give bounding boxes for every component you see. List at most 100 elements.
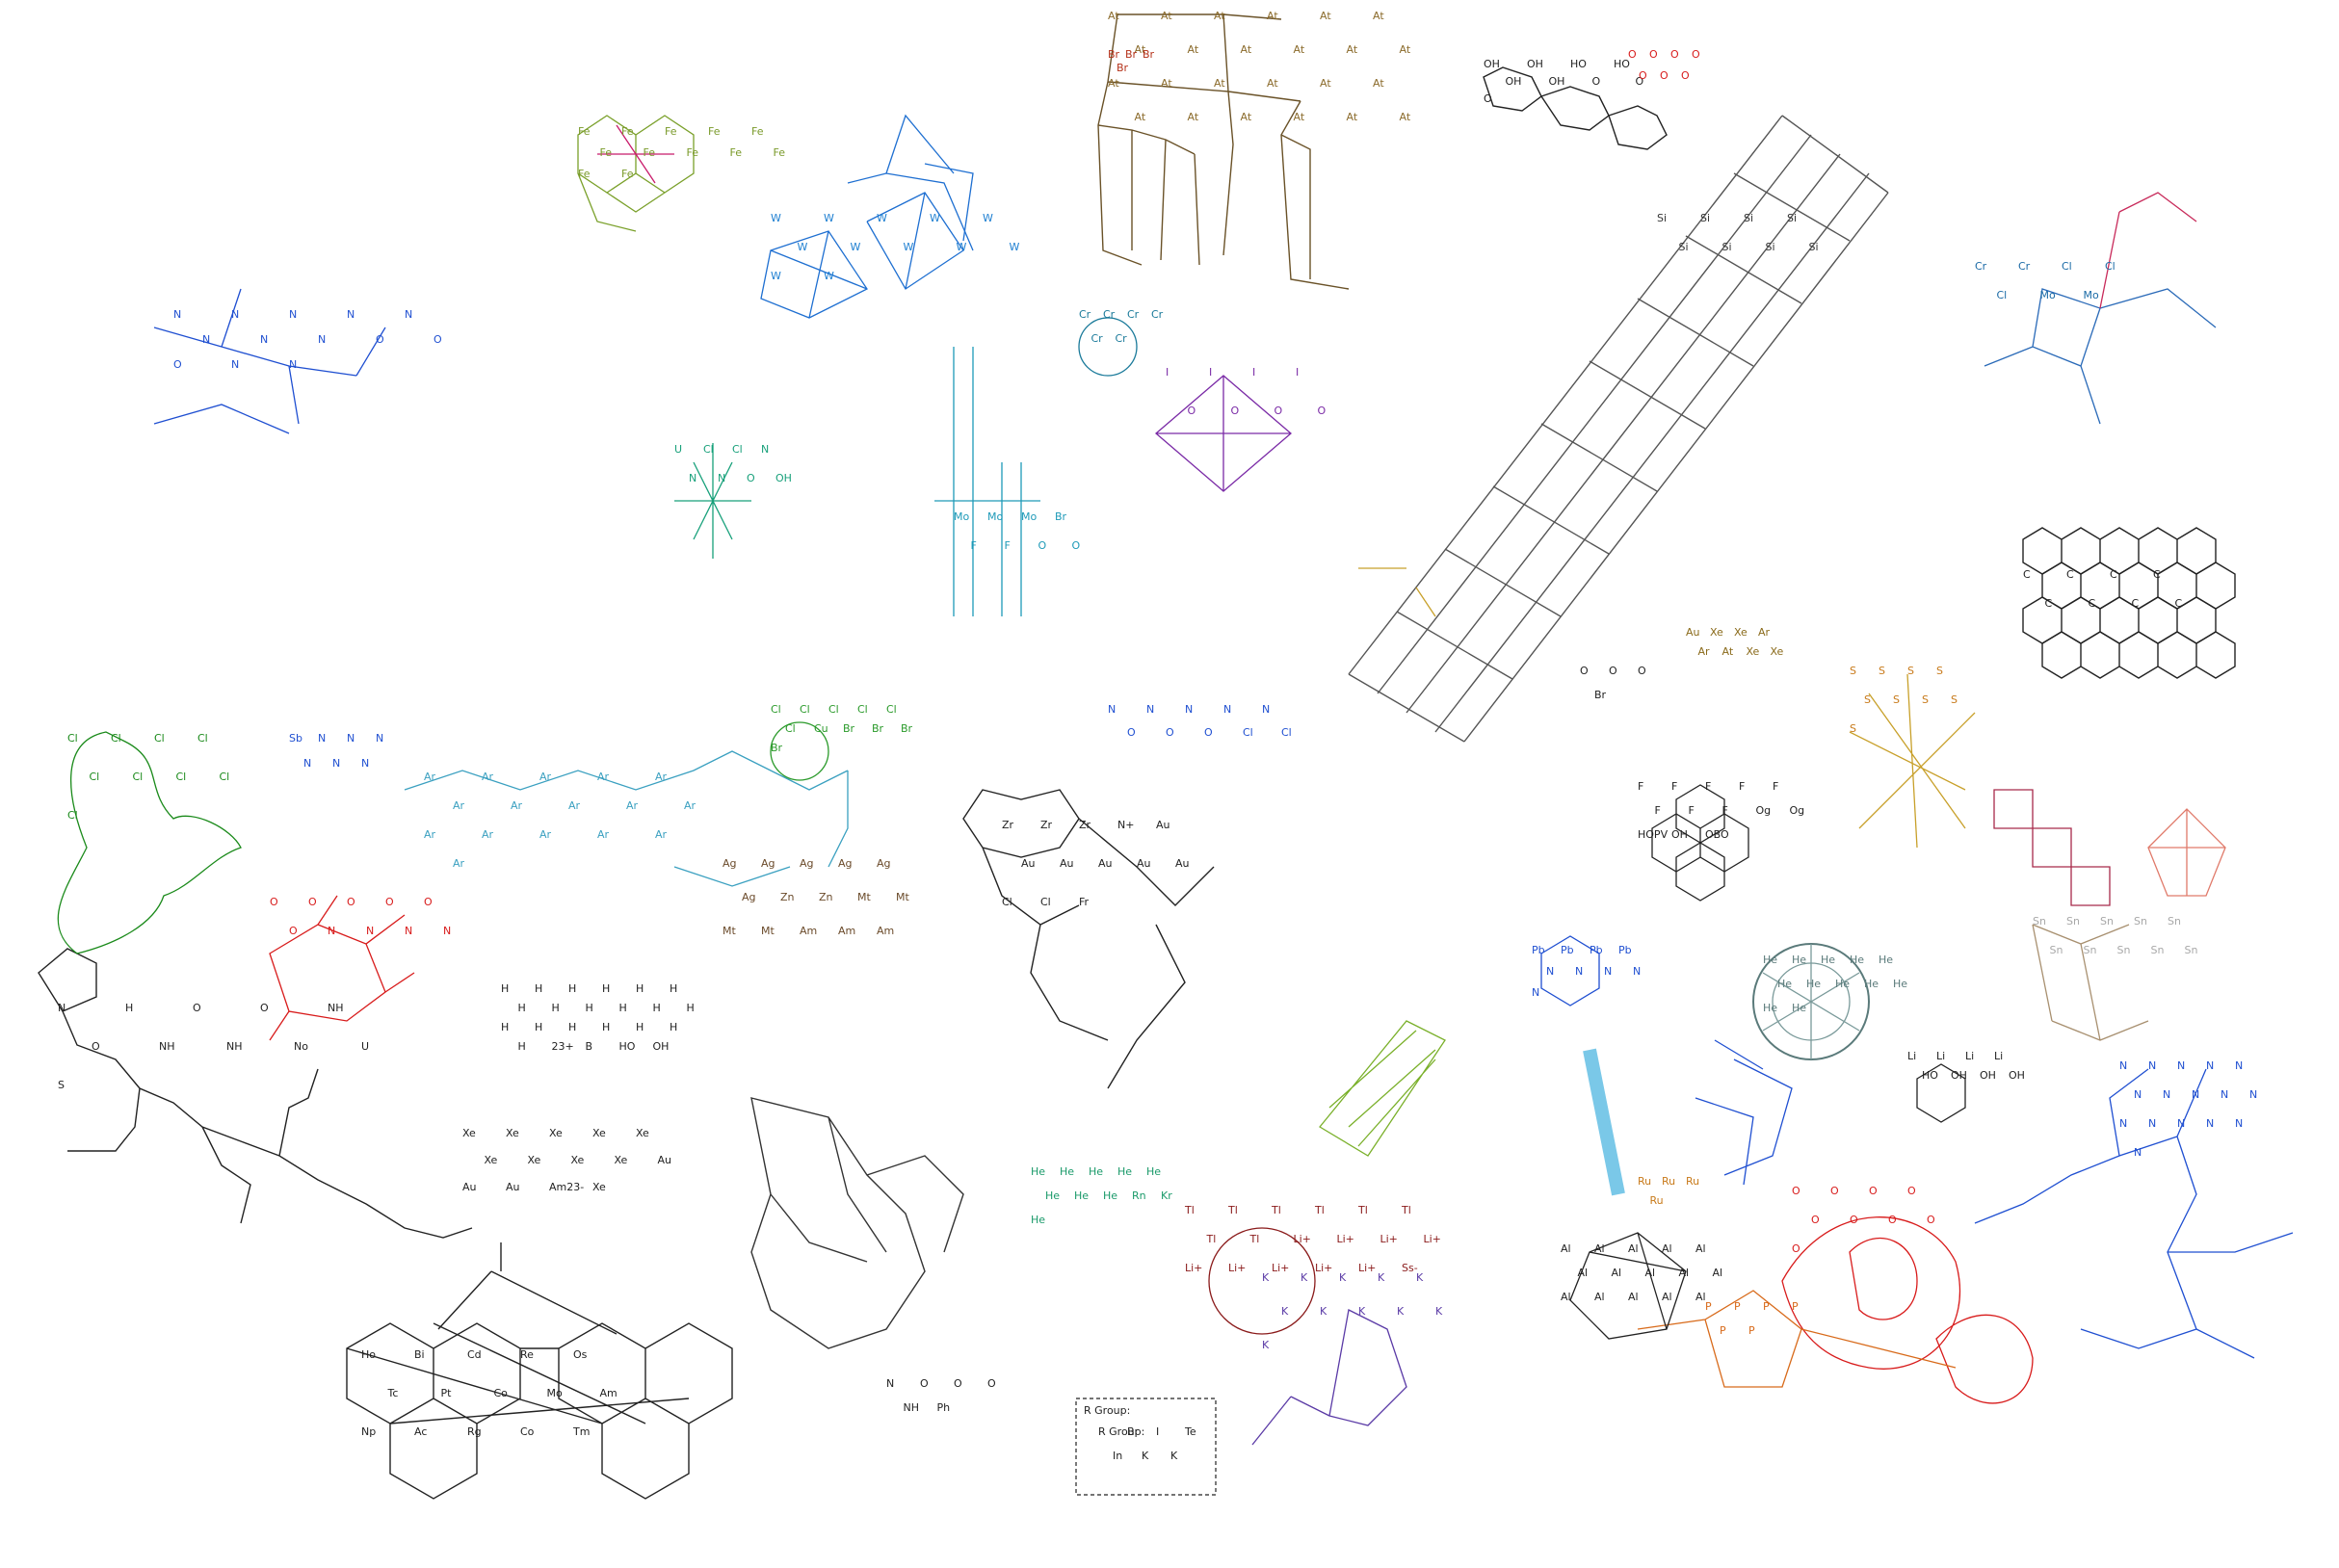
atom-label: Ac (414, 1425, 427, 1438)
atom-label: Tl (1271, 1204, 1281, 1216)
atom-label: Cl (133, 771, 144, 783)
atom-label: O (1660, 69, 1669, 82)
atom-label: Cl (1002, 896, 1012, 908)
atom-label: Rg (467, 1425, 482, 1438)
atom-label: H (653, 1002, 661, 1014)
atom-label: O (1275, 405, 1283, 417)
atom-label: N (332, 757, 340, 770)
atom-label: HO (1922, 1069, 1938, 1082)
atom-label: N (1223, 703, 1231, 716)
atom-label: N (361, 757, 369, 770)
atom-label: O (289, 925, 298, 937)
atom-label: He (1045, 1189, 1060, 1202)
atom-label: Tm (572, 1425, 590, 1438)
atom-label: Li (1907, 1050, 1916, 1062)
atom-label: N (2134, 1146, 2142, 1159)
atom-label: O (434, 333, 442, 346)
atom-label: K (1397, 1305, 1405, 1318)
atom-label: Cl (67, 809, 78, 822)
atom-label: Ss- (1402, 1262, 1418, 1274)
atom-label: O (1638, 665, 1646, 677)
atom-label: Br (1143, 48, 1155, 61)
atom-label: Pt (441, 1387, 453, 1399)
atom-label: Xe (506, 1127, 519, 1139)
atom-label: He (1763, 954, 1777, 966)
atom-label: O (1811, 1214, 1820, 1226)
atom-label: O (385, 896, 394, 908)
atom-label: F (971, 539, 977, 552)
atom-label: H (636, 1021, 644, 1033)
atom-label: Ar (597, 828, 610, 841)
atom-label: He (1864, 978, 1879, 990)
atom-label: Al (1695, 1291, 1706, 1303)
atom-label: OH (2009, 1069, 2025, 1082)
atom-label: C (2089, 597, 2096, 610)
atom-label: Mo (987, 510, 1003, 523)
atom-label: N (366, 925, 374, 937)
atom-label: Si (1722, 241, 1732, 253)
atom-label: Ru (1662, 1175, 1675, 1188)
atom-label: Tl (1184, 1204, 1195, 1216)
atom-label: Sn (2084, 944, 2097, 956)
atom-label: H (125, 1002, 133, 1014)
atom-label: N (2148, 1059, 2156, 1072)
atom-label: Al (1561, 1291, 1571, 1303)
atom-label: Xe (528, 1154, 541, 1166)
atom-label: Cu (814, 722, 828, 735)
atom-label: Am (600, 1387, 618, 1399)
atom-label: O (1692, 48, 1700, 61)
atom-label: Si (1809, 241, 1819, 253)
atom-label: N (289, 308, 297, 321)
atom-label: N (2221, 1088, 2228, 1101)
atom-label: Xe (592, 1181, 606, 1193)
atom-label: Cl (1243, 726, 1253, 739)
atom-label: At (1373, 10, 1384, 22)
atom-label: Fe (751, 125, 764, 138)
atom-label: Ar (597, 771, 610, 783)
atom-label: Sn (2134, 915, 2147, 928)
atom-label: Br (1117, 62, 1129, 74)
atom-label: H (636, 982, 644, 995)
atom-label: C (2045, 597, 2053, 610)
atom-label: Al (1713, 1267, 1723, 1279)
atom-label: N (1108, 703, 1116, 716)
atom-label: S (1850, 722, 1856, 735)
atom-label: Br (901, 722, 913, 735)
atom-label: He (1850, 954, 1864, 966)
atom-label: Am (838, 925, 855, 937)
atom-label: Zr (1040, 819, 1053, 831)
atom-label: Xe (571, 1154, 585, 1166)
atom-label: F (1689, 804, 1695, 817)
atom-label: Cr (2018, 260, 2031, 273)
atom-label: Mt (723, 925, 736, 937)
atom-label: He (1031, 1165, 1045, 1178)
atom-label: At (1188, 111, 1199, 123)
atom-label: O (1888, 1214, 1897, 1226)
atom-label: C (2132, 597, 2140, 610)
atom-label: Fr (1079, 896, 1090, 908)
atom-label: He (1031, 1214, 1045, 1226)
atom-label: O (1670, 48, 1679, 61)
atom-label: At (1347, 111, 1358, 123)
atom-label: Cl (220, 771, 230, 783)
atom-label: O (1927, 1214, 1935, 1226)
atom-label: Al (1695, 1242, 1706, 1255)
atom-label: He (1089, 1165, 1103, 1178)
atom-label: Xe (636, 1127, 649, 1139)
atom-label: P (1763, 1300, 1770, 1313)
atom-label: He (1893, 978, 1907, 990)
atom-label: K (1339, 1271, 1347, 1284)
atom-label: N (1546, 965, 1554, 978)
atom-label: O (424, 896, 433, 908)
atom-label: N (318, 732, 326, 745)
